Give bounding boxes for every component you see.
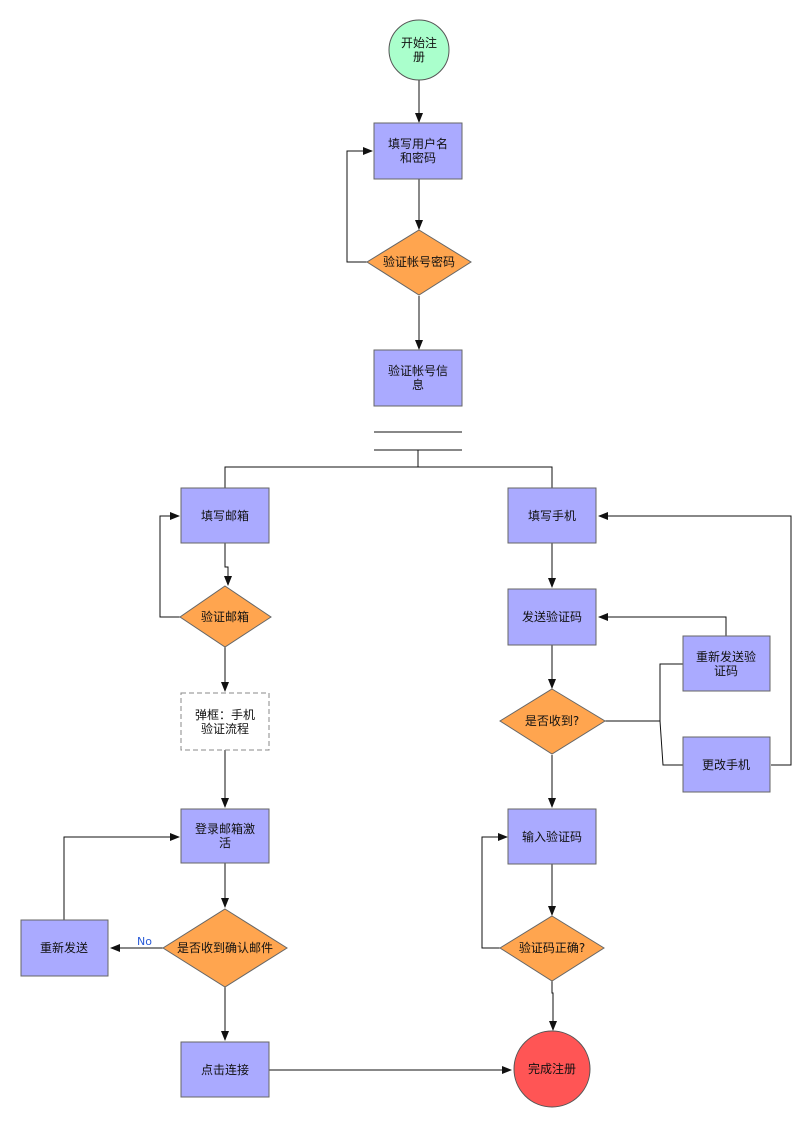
node-label-line: 是否收到? [525,714,579,728]
node-label-line: 开始注 [401,35,437,50]
node-send-code: 发送验证码 [507,588,597,646]
svg-text:填写手机: 填写手机 [528,509,576,523]
node-received: 是否收到? [499,688,606,755]
svg-text:验证邮箱: 验证邮箱 [201,609,249,624]
node-code-correct: 验证码正确? [499,915,605,982]
node-label-line: 填写用户名 [388,136,448,151]
node-received-confirm-email: 是否收到确认邮件 [162,908,288,988]
svg-text:填写用户名和密码: 填写用户名和密码 [388,136,448,165]
node-label-line: 证码 [714,664,738,678]
node-verify-account-info: 验证帐号信息 [373,349,463,407]
svg-text:完成注册: 完成注册 [528,1061,576,1076]
node-start: 开始注册 [388,19,450,81]
node-label-line: 活 [219,836,231,850]
svg-text:点击连接: 点击连接 [201,1062,249,1077]
node-label-line: 发送验证码 [522,609,582,624]
node-label-line: 登录邮箱激 [195,821,255,836]
svg-text:是否收到?: 是否收到? [525,714,579,728]
edge-received-to-options [605,663,683,722]
svg-text:填写邮箱: 填写邮箱 [201,508,249,523]
node-verify-email: 验证邮箱 [179,585,272,648]
svg-text:登录邮箱激活: 登录邮箱激活 [195,821,255,850]
svg-text:输入验证码: 输入验证码 [522,829,582,844]
node-input-code: 输入验证码 [507,808,597,865]
node-verify-account-pass: 验证帐号密码 [366,229,472,296]
svg-text:弹框：手机验证流程: 弹框：手机验证流程 [195,708,255,736]
edge-change-phone-to-fill [598,512,792,766]
node-resend-code: 重新发送验证码 [682,635,771,692]
node-label-line: 验证流程 [201,721,249,736]
svg-text:发送验证码: 发送验证码 [522,609,582,624]
node-label-line: 验证帐号信 [388,363,448,378]
node-label-line: 重新发送验 [696,649,756,664]
node-label-line: 重新发送 [40,940,88,955]
edge-verify-loop-back [346,147,373,263]
node-fill-phone: 填写手机 [507,487,597,544]
node-finish: 完成注册 [513,1030,591,1108]
svg-text:验证码正确?: 验证码正确? [519,940,585,955]
edge-correct-loop [481,833,508,949]
edge-label-no: No [137,935,152,948]
node-label-line: 填写手机 [528,509,576,523]
edge-correct-to-finish [549,981,557,1031]
edges [63,80,792,1074]
svg-text:重新发送: 重新发送 [40,940,88,955]
edge-resend-code-to-send [598,613,727,636]
node-label-line: 验证邮箱 [201,609,249,624]
edge-verify-email-loop [159,512,180,618]
edge-fork-branches [224,466,553,488]
node-label-line: 息 [412,377,424,392]
node-click-link: 点击连接 [180,1041,270,1098]
node-label-line: 点击连接 [201,1062,249,1077]
node-label-line: 是否收到确认邮件 [177,941,273,955]
svg-text:开始注册: 开始注册 [401,35,437,64]
svg-text:验证帐号信息: 验证帐号信息 [388,363,448,392]
svg-text:是否收到确认邮件: 是否收到确认邮件 [177,941,273,955]
svg-text:验证帐号密码: 验证帐号密码 [383,254,455,269]
node-label-line: 和密码 [400,150,436,165]
node-label-line: 验证码正确? [519,940,585,955]
node-fill-user-pass: 填写用户名和密码 [373,122,463,180]
node-change-phone: 更改手机 [682,736,771,793]
svg-text:更改手机: 更改手机 [702,758,750,772]
node-label-line: 输入验证码 [522,829,582,844]
node-label-line: 册 [413,50,425,64]
node-resend: 重新发送 [20,919,109,977]
node-label-line: 更改手机 [702,758,750,772]
node-label-line: 验证帐号密码 [383,254,455,269]
node-label-line: 弹框：手机 [195,708,255,722]
node-popup-phone: 弹框：手机验证流程 [180,692,270,751]
node-login-email-activate: 登录邮箱激活 [180,808,270,864]
edge-received-to-change [659,720,683,766]
node-label-line: 完成注册 [528,1061,576,1076]
node-fill-email: 填写邮箱 [180,487,270,544]
svg-text:重新发送验证码: 重新发送验证码 [696,649,756,678]
edge-resend-to-login [63,833,180,920]
node-label-line: 填写邮箱 [201,508,249,523]
edge-fill-email-to-verify-email [224,543,232,586]
